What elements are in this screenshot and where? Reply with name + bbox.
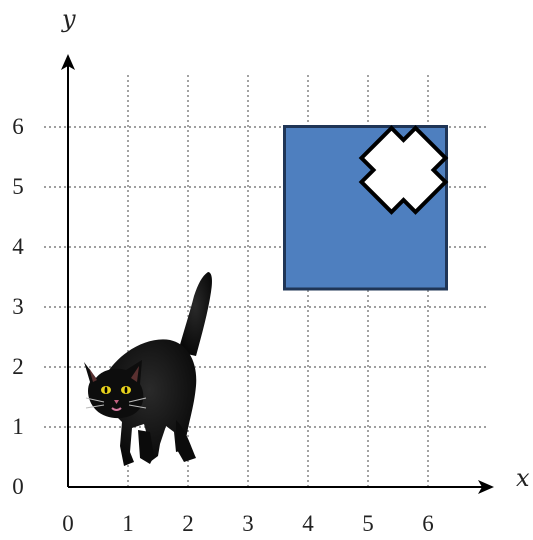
x-tick-label: 0 [62,511,74,536]
x-tick-label: 1 [122,511,134,536]
cat-back-legs [138,420,196,464]
x-axis-arrowhead [478,480,494,494]
cat-pupil [124,386,128,394]
y-tick-label: 5 [12,174,24,199]
cat-whiskers [85,397,147,409]
cat-ear-inner [89,368,97,382]
x-axis-label: x [516,464,530,492]
y-tick-label: 1 [12,414,24,439]
y-tick-label: 2 [12,354,24,379]
cross-marker [358,125,449,215]
y-tick-label: 3 [12,294,24,319]
x-tick-labels: 0 1 2 3 4 5 6 [62,511,434,536]
cross-icon [358,125,449,215]
y-tick-label: 0 [12,474,24,499]
y-tick-labels: 0 1 2 3 4 5 6 [12,114,24,499]
cat-mouth [111,407,122,411]
black-cat-icon [84,272,212,466]
axes [61,54,494,494]
cat-head [84,360,144,419]
y-axis-label: y [61,5,76,33]
y-tick-label: 4 [12,234,24,259]
y-tick-label: 6 [12,114,24,139]
y-axis-arrowhead [61,54,75,70]
cat-nose [114,400,119,404]
x-tick-label: 5 [362,511,374,536]
cat-tail [178,272,212,356]
cat-pupil [104,386,108,394]
x-tick-label: 6 [422,511,434,536]
cat-ear-inner [131,366,139,382]
x-tick-label: 2 [182,511,194,536]
x-tick-label: 3 [242,511,254,536]
x-tick-label: 4 [302,511,314,536]
